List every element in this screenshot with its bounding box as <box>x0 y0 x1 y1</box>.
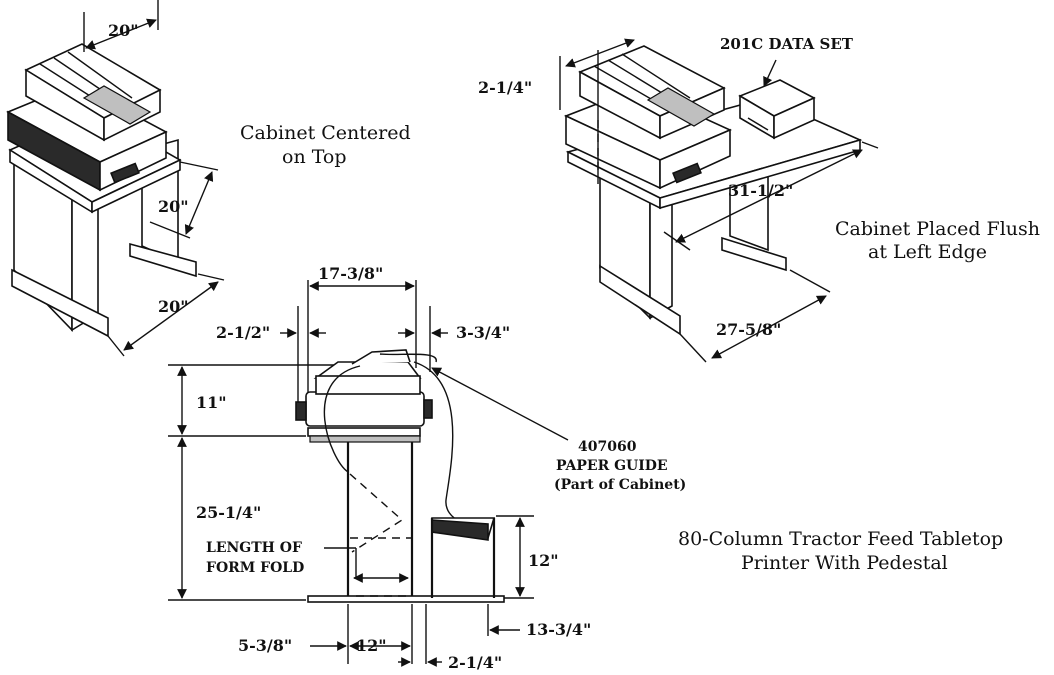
front-gap-right-dim: 2-1/4" <box>448 653 502 672</box>
paper-guide-label: PAPER GUIDE <box>556 458 668 474</box>
right-depth-dim: 31-1/2" <box>728 181 793 200</box>
left-top-width-dim: 20" <box>108 21 139 40</box>
form-fold-label-line-1: LENGTH OF <box>206 540 302 556</box>
right-offset-dim: 2-1/4" <box>478 78 532 97</box>
right-caption-line-2: at Left Edge <box>868 241 987 263</box>
front-right-gap-dim: 3-3/4" <box>456 323 510 342</box>
right-printer-illustration <box>559 38 879 363</box>
front-base-width-dim: 12" <box>356 636 387 655</box>
front-tray-height-dim: 12" <box>528 551 559 570</box>
front-cabinet-height-dim: 11" <box>196 393 227 412</box>
front-top-width-dim: 17-3/8" <box>318 264 383 283</box>
front-left-margin-dim: 5-3/8" <box>238 636 292 655</box>
form-fold-label-line-2: FORM FOLD <box>206 560 304 576</box>
data-set-label: 201C DATA SET <box>720 35 854 53</box>
right-width-dim: 27-5/8" <box>716 320 781 339</box>
left-side-depth-dim: 20" <box>158 197 189 216</box>
left-floor-width-dim: 20" <box>158 297 189 316</box>
title-line-2: Printer With Pedestal <box>741 552 948 574</box>
front-pedestal-height-dim: 25-1/4" <box>196 503 261 522</box>
left-caption-line-2: on Top <box>282 146 347 168</box>
title-line-1: 80-Column Tractor Feed Tabletop <box>678 528 1003 550</box>
right-caption-line-1: Cabinet Placed Flush <box>835 218 1040 240</box>
left-caption-line-1: Cabinet Centered <box>240 122 411 144</box>
left-printer-illustration <box>6 0 225 357</box>
front-left-gap-dim: 2-1/2" <box>216 323 270 342</box>
paper-guide-note: (Part of Cabinet) <box>554 477 686 493</box>
elevation-drawing <box>168 280 569 667</box>
front-tray-depth-dim: 13-3/4" <box>526 620 591 639</box>
paper-guide-part-number: 407060 <box>578 439 637 455</box>
